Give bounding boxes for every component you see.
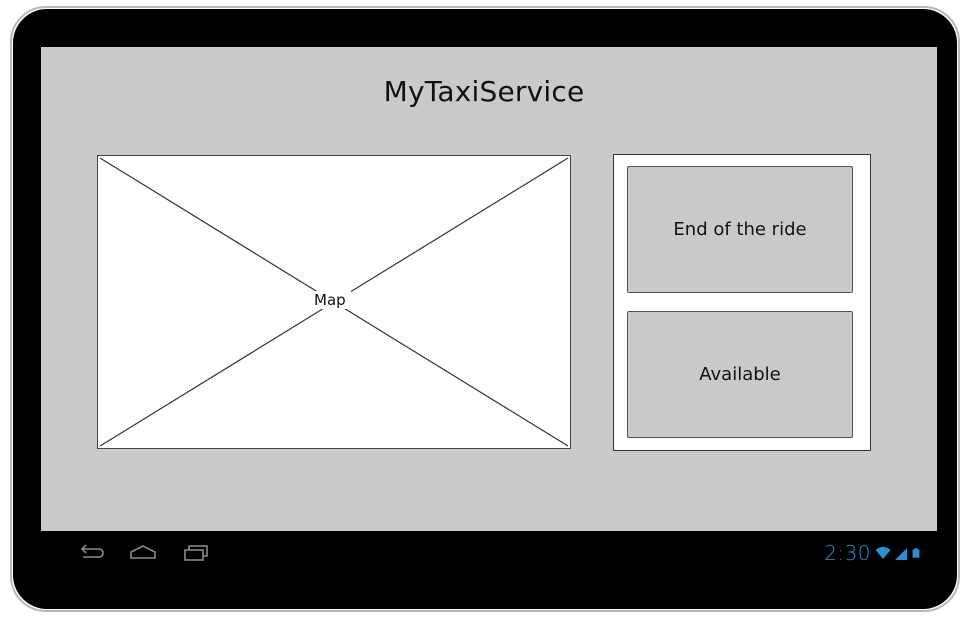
end-of-ride-button[interactable]: End of the ride bbox=[627, 166, 853, 293]
system-navigation-bar: 2:30 bbox=[41, 539, 937, 569]
device-outline bbox=[10, 6, 960, 612]
map-placeholder[interactable]: Map bbox=[97, 155, 571, 449]
available-button[interactable]: Available bbox=[627, 311, 853, 438]
battery-icon bbox=[912, 548, 920, 558]
app-screen: MyTaxiService Map End of the ride Availa… bbox=[41, 47, 937, 531]
map-label: Map bbox=[309, 291, 351, 309]
status-clock: 2:30 bbox=[824, 541, 871, 565]
status-area: 2:30 bbox=[824, 540, 921, 566]
home-icon[interactable] bbox=[129, 543, 157, 563]
wifi-icon bbox=[875, 546, 891, 559]
tablet-frame: MyTaxiService Map End of the ride Availa… bbox=[13, 9, 957, 609]
back-icon[interactable] bbox=[77, 543, 105, 563]
recent-apps-icon[interactable] bbox=[183, 543, 211, 563]
ride-actions-panel: End of the ride Available bbox=[613, 154, 871, 451]
signal-icon bbox=[895, 548, 907, 560]
app-title: MyTaxiService bbox=[383, 75, 585, 108]
